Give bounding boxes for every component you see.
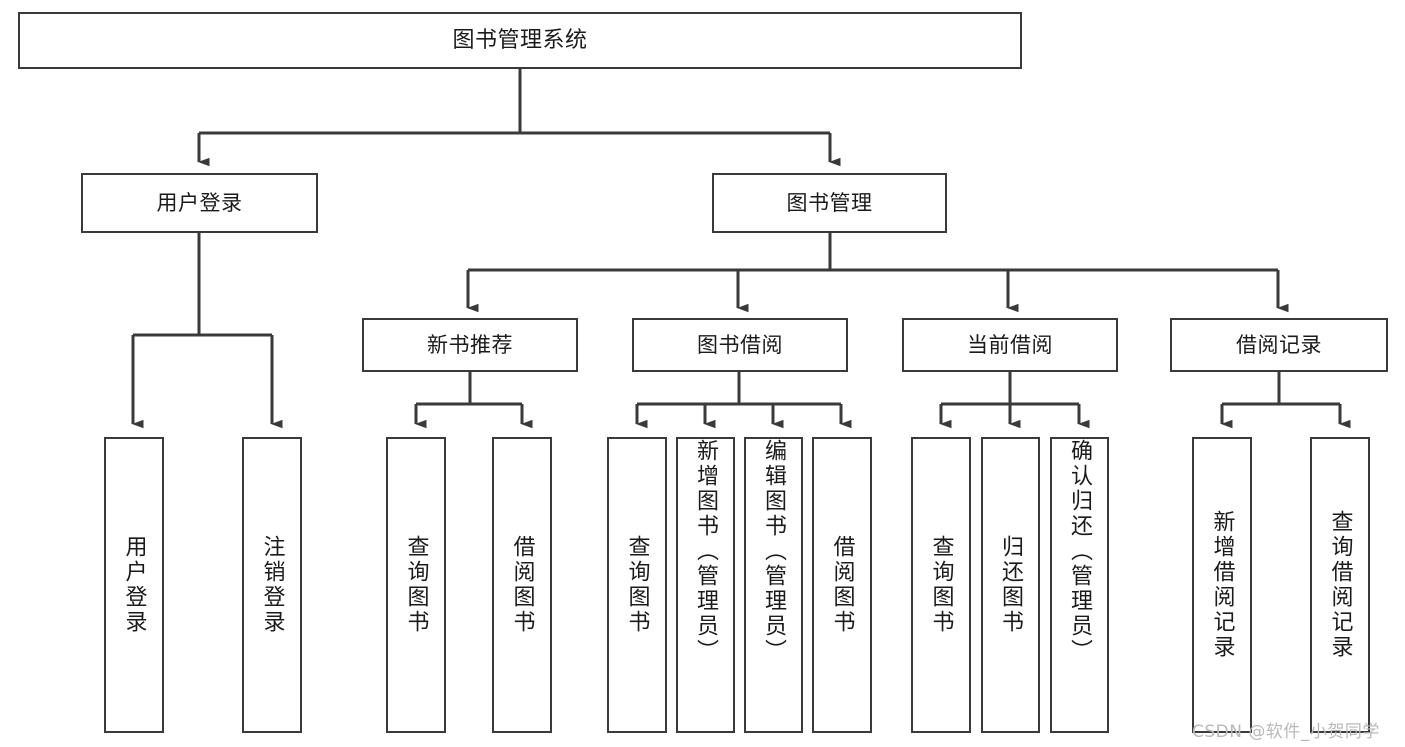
node-label: 借阅图书 <box>829 535 855 635</box>
watermark-csdn: CSDN @软件_小贺同学 <box>1192 722 1380 742</box>
node-leaf-edit-book[interactable]: 编辑图书（管理员） <box>744 437 803 733</box>
node-leaf-query-book-current[interactable]: 查询图书 <box>911 437 971 733</box>
node-leaf-query-book-borrow[interactable]: 查询图书 <box>607 437 667 733</box>
node-label: 用户登录 <box>121 535 147 635</box>
node-leaf-return-book[interactable]: 归还图书 <box>981 437 1040 733</box>
node-leaf-borrow-book[interactable]: 借阅图书 <box>812 437 872 733</box>
node-leaf-add-borrow-record[interactable]: 新增借阅记录 <box>1192 437 1252 733</box>
node-label: 归还图书 <box>998 535 1024 635</box>
node-label: 注销登录 <box>259 535 285 635</box>
node-label: 新增图书（管理员） <box>693 439 719 664</box>
node-leaf-confirm-return[interactable]: 确认归还（管理员） <box>1050 437 1109 733</box>
node-current-borrow[interactable]: 当前借阅 <box>902 318 1118 372</box>
node-label: 新增借阅记录 <box>1209 510 1235 660</box>
node-label: 借阅记录 <box>1236 332 1322 357</box>
node-label: 图书借阅 <box>697 332 783 357</box>
node-borrow-record[interactable]: 借阅记录 <box>1170 318 1388 372</box>
node-label: 确认归还（管理员） <box>1067 439 1093 664</box>
node-label: 图书管理 <box>786 190 873 215</box>
node-new-book-recommend[interactable]: 新书推荐 <box>362 318 578 372</box>
node-leaf-query-borrow-record[interactable]: 查询借阅记录 <box>1310 437 1370 733</box>
node-label: 查询借阅记录 <box>1327 510 1353 660</box>
node-label: 查询图书 <box>403 535 429 635</box>
node-label: 编辑图书（管理员） <box>761 439 787 664</box>
node-label: 当前借阅 <box>967 332 1053 357</box>
node-label: 查询图书 <box>928 535 954 635</box>
node-label: 图书管理系统 <box>452 27 588 53</box>
node-book-management[interactable]: 图书管理 <box>712 173 947 233</box>
node-leaf-user-logout[interactable]: 注销登录 <box>242 437 302 733</box>
node-label: 新书推荐 <box>427 332 513 357</box>
node-label: 借阅图书 <box>509 535 535 635</box>
node-leaf-query-book-recommend[interactable]: 查询图书 <box>386 437 446 733</box>
node-leaf-user-login[interactable]: 用户登录 <box>104 437 164 733</box>
node-leaf-borrow-book-recommend[interactable]: 借阅图书 <box>492 437 552 733</box>
node-label: 查询图书 <box>624 535 650 635</box>
node-leaf-add-book[interactable]: 新增图书（管理员） <box>676 437 735 733</box>
node-root-system[interactable]: 图书管理系统 <box>18 12 1022 69</box>
node-book-borrow[interactable]: 图书借阅 <box>632 318 848 372</box>
node-user-login[interactable]: 用户登录 <box>81 173 318 233</box>
node-label: 用户登录 <box>156 190 243 215</box>
